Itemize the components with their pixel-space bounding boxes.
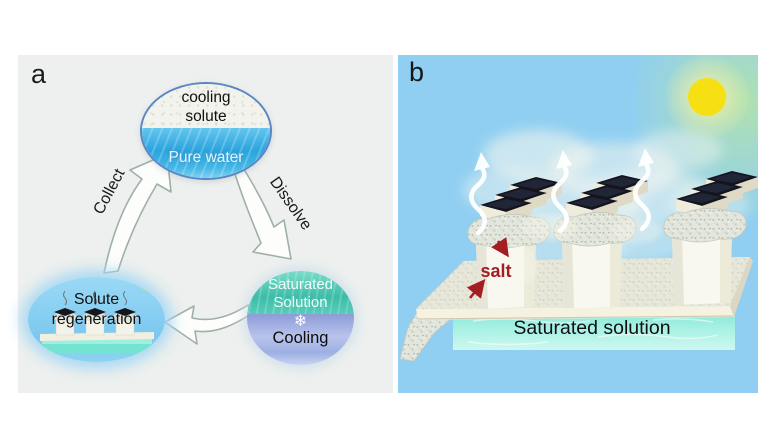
steam-arrows bbox=[468, 148, 654, 236]
salt-crust bbox=[663, 208, 747, 243]
cooling-label: Cooling bbox=[272, 329, 329, 348]
foreground-vapor bbox=[498, 214, 662, 285]
cooling-solute-ellipse: cooling solute Pure water bbox=[140, 82, 272, 180]
solute-texture bbox=[142, 84, 270, 129]
cooling-line: cooling bbox=[181, 89, 231, 106]
pure-water-texture bbox=[142, 128, 270, 178]
cycle-arrows bbox=[103, 153, 292, 345]
salt-arrow-icon bbox=[466, 278, 486, 299]
saturated-solution-ellipse: Saturated Solution ❄ Cooling bbox=[247, 271, 354, 365]
steam-arrow-icon bbox=[468, 152, 490, 236]
mini-vapor-squiggles bbox=[63, 290, 127, 306]
evaporator-cluster bbox=[663, 171, 758, 305]
saturated-water-texture bbox=[247, 271, 354, 315]
regeneration-line: regeneration bbox=[51, 311, 142, 328]
pure-water-label: Pure water bbox=[168, 148, 244, 166]
panel-a: a Collect Dissolve cooling solute Pure w… bbox=[18, 55, 393, 393]
mini-water-highlight bbox=[42, 338, 152, 344]
solute-line: solute bbox=[185, 108, 227, 125]
saturated-solution-label: Saturated Solution bbox=[247, 276, 354, 312]
evaporator-illustration: salt Saturated solution bbox=[398, 55, 758, 393]
snowflake-icon: ❄ bbox=[293, 313, 308, 331]
steam-arrow-icon bbox=[632, 148, 654, 232]
salt-label: salt bbox=[480, 261, 511, 281]
mini-pillars bbox=[53, 308, 137, 336]
salt-callout: salt bbox=[466, 237, 512, 299]
solute-regeneration-label: Solute regeneration bbox=[28, 290, 165, 330]
salt-arrow-icon bbox=[491, 237, 509, 258]
solution-line: Solution bbox=[273, 294, 328, 311]
mini-evaporator-scene bbox=[40, 277, 155, 354]
regenerate-arrow bbox=[164, 304, 252, 345]
sun-icon bbox=[688, 78, 726, 116]
cooling-solute-label: cooling solute bbox=[142, 88, 270, 126]
panel-a-label: a bbox=[31, 59, 47, 89]
cooling-ice-texture bbox=[247, 314, 354, 365]
dissolve-arrow bbox=[233, 162, 292, 260]
steam-arrow-icon bbox=[550, 150, 572, 234]
saturated-line: Saturated bbox=[267, 276, 334, 293]
mini-sun-icon bbox=[141, 277, 155, 291]
panel-b-label: b bbox=[409, 57, 425, 87]
solute-line: Solute bbox=[73, 291, 120, 308]
saturated-solution-label: Saturated solution bbox=[513, 317, 670, 339]
solute-regeneration-ellipse: Solute regeneration bbox=[28, 277, 165, 362]
evaporator-clusters bbox=[467, 171, 758, 309]
panel-b: salt Saturated solution b bbox=[398, 55, 758, 393]
